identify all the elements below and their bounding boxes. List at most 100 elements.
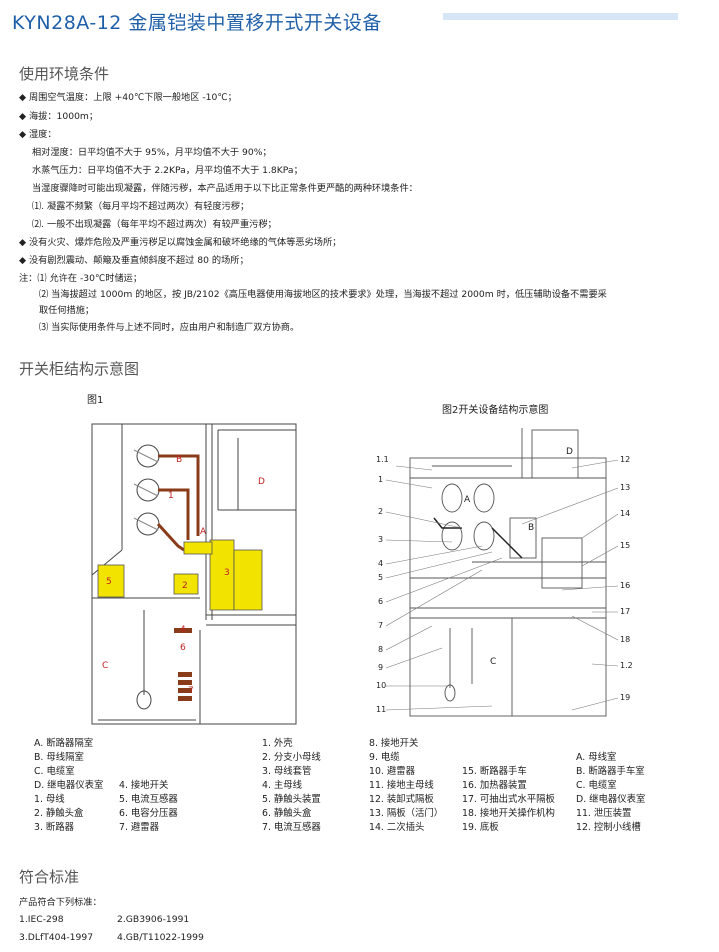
legend-item: 11. 泄压装置 <box>576 808 632 819</box>
fig1-label: B <box>176 455 182 465</box>
fig1-label: 4 <box>180 625 186 635</box>
note-line: 取任何措施； <box>39 305 95 316</box>
fig2-callout: 18 <box>620 635 630 644</box>
legend-item: 3. 母线套管 <box>262 766 312 777</box>
legend-item: A. 断路器隔室 <box>34 738 94 749</box>
figure1-switchgear-diagram: B C D A 1 2 3 4 5 6 7 <box>91 423 297 725</box>
legend-item: D. 继电器仪表室 <box>34 780 104 791</box>
legend-item: 7. 电流互感器 <box>262 822 321 833</box>
fig2-callout: 6 <box>378 597 383 606</box>
legend-item: C. 电缆室 <box>34 766 75 777</box>
legend-item: 4. 主母线 <box>262 780 303 791</box>
env-line: ◆ 海拔：1000m； <box>19 111 99 122</box>
fig1-label: D <box>258 477 265 487</box>
legend-item: 2. 静触头盒 <box>34 808 84 819</box>
fig2-callout: 1 <box>378 475 383 484</box>
legend-item: B. 母线隔室 <box>34 752 84 763</box>
standard-item: 3.DLfT404-1997 <box>19 932 94 943</box>
env-line: ◆ 没有剧烈震动、颠簸及垂直倾斜度不超过 80 的场所； <box>19 255 249 266</box>
fig2-callout: 15 <box>620 541 630 550</box>
legend-item: 1. 外壳 <box>262 738 293 749</box>
fig2-callout: 1.1 <box>376 455 389 464</box>
figure2-caption: 图2开关设备结构示意图 <box>442 405 549 416</box>
legend-item: 14. 二次插头 <box>369 822 425 833</box>
note-line: 注：⑴ 允许在 -30℃时储运； <box>19 273 143 284</box>
fig1-label: A <box>200 527 207 537</box>
legend-item: 5. 电流互感器 <box>119 794 178 805</box>
fig1-label: C <box>102 661 108 671</box>
title-decoration-bar <box>443 13 678 20</box>
legend-item: D. 继电器仪表室 <box>576 794 646 805</box>
fig2-callout: 14 <box>620 509 630 518</box>
fig2-callout: 10 <box>376 681 386 690</box>
legend-item: 10. 避雷器 <box>369 766 416 777</box>
figure2-switchgear-diagram: 1.1 1 2 3 4 5 6 7 8 9 10 11 12 13 14 15 … <box>376 428 633 717</box>
legend-item: 7. 避雷器 <box>119 822 160 833</box>
fig2-region-label: D <box>566 447 573 457</box>
legend-item: 13. 隔板（活门） <box>369 808 444 819</box>
legend-item: 6. 静触头盒 <box>262 808 312 819</box>
section-heading-structure: 开关柜结构示意图 <box>19 360 140 378</box>
section-heading-env: 使用环境条件 <box>19 65 110 83</box>
legend-item: 19. 底板 <box>462 822 499 833</box>
standard-item: 4.GB/T11022-1999 <box>117 932 204 943</box>
env-line: ◆ 没有火灾、爆炸危险及严重污秽足以腐蚀金属和破坏绝缘的气体等恶劣场所； <box>19 237 342 248</box>
fig1-label: 5 <box>106 577 112 587</box>
fig2-callout: 9 <box>378 663 383 672</box>
standard-item: 1.IEC-298 <box>19 914 64 925</box>
fig2-callout: 16 <box>620 581 630 590</box>
fig2-callout: 19 <box>620 693 630 702</box>
env-line: ◆ 周围空气温度：上限 +40℃下限一般地区 -10℃； <box>19 92 237 103</box>
note-line: ⑶ 当实际使用条件与上述不同时，应由用户和制造厂双方协商。 <box>39 322 300 333</box>
standards-intro: 产品符合下列标准： <box>19 897 102 908</box>
fig2-callout: 17 <box>620 607 630 616</box>
legend-item: B. 断路器手车室 <box>576 766 645 777</box>
legend-item: 12. 控制小线槽 <box>576 822 641 833</box>
section-heading-standards: 符合标准 <box>19 868 80 886</box>
fig1-label: 1 <box>168 491 174 501</box>
legend-item: 5. 静触头装置 <box>262 794 321 805</box>
figure1-caption: 图1 <box>87 395 104 406</box>
fig2-region-label: B <box>528 523 534 533</box>
fig2-callout: 2 <box>378 507 383 516</box>
env-line: ⑵. 一般不出现凝露（每年平均不超过两次）有较严重污秽； <box>32 219 277 230</box>
standard-item: 2.GB3906-1991 <box>117 914 190 925</box>
note-line: ⑵ 当海拔超过 1000m 的地区，按 JB/2102《高压电器使用海拔地区的技… <box>39 289 607 300</box>
legend-item: 8. 接地开关 <box>369 738 419 749</box>
fig2-callout: 13 <box>620 483 630 492</box>
fig1-label: 3 <box>224 568 230 578</box>
page-title: KYN28A-12 金属铠装中置移开式开关设备 <box>12 12 382 34</box>
fig2-callout: 12 <box>620 455 630 464</box>
legend-item: 17. 可抽出式水平隔板 <box>462 794 555 805</box>
env-line: 当湿度骤降时可能出现凝露，伴随污秽，本产品适用于以下比正常条件更严酷的两种环境条… <box>32 183 418 194</box>
legend-item: A. 母线室 <box>576 752 617 763</box>
legend-item: 3. 断路器 <box>34 822 75 833</box>
env-line: ⑴. 凝露不频繁（每月平均不超过两次）有轻度污秽； <box>32 201 250 212</box>
fig2-callout: 3 <box>378 535 383 544</box>
legend-item: 11. 接地主母线 <box>369 780 434 791</box>
legend-item: 9. 电缆 <box>369 752 400 763</box>
legend-item: 16. 加热器装置 <box>462 780 527 791</box>
legend-item: 18. 接地开关操作机构 <box>462 808 555 819</box>
fig1-label: 6 <box>180 643 186 653</box>
legend-item: 15. 断路器手车 <box>462 766 527 777</box>
fig2-region-label: A <box>464 495 471 505</box>
env-line: ◆ 湿度： <box>19 129 57 140</box>
fig2-callout: 5 <box>378 573 383 582</box>
env-line: 相对湿度：日平均值不大于 95%，月平均值不大于 90%； <box>32 147 272 158</box>
fig2-callout: 8 <box>378 645 383 654</box>
fig2-callout: 7 <box>378 621 383 630</box>
fig2-callout: 1.2 <box>620 661 633 670</box>
legend-item: 4. 接地开关 <box>119 780 169 791</box>
legend-item: 12. 装卸式隔板 <box>369 794 434 805</box>
fig2-callout: 4 <box>378 559 383 568</box>
fig1-label: 2 <box>182 581 188 591</box>
env-line: 水蒸气压力：日平均值不大于 2.2KPa，月平均值不大于 1.8KPa； <box>32 165 303 176</box>
legend-item: 2. 分支小母线 <box>262 752 321 763</box>
fig2-region-label: C <box>490 657 496 667</box>
fig1-label: 7 <box>188 686 194 696</box>
legend-item: 1. 母线 <box>34 794 65 805</box>
legend-item: C. 电缆室 <box>576 780 617 791</box>
legend-item: 6. 电容分压器 <box>119 808 178 819</box>
fig2-callout: 11 <box>376 705 386 714</box>
